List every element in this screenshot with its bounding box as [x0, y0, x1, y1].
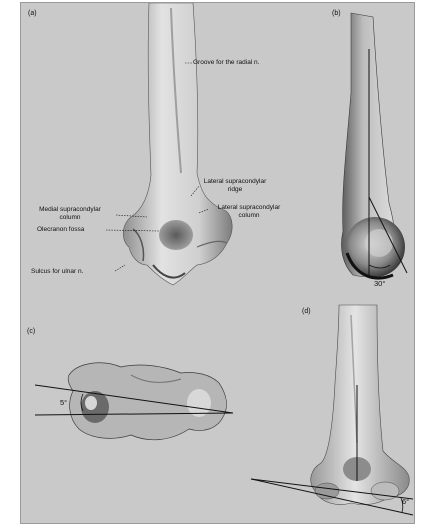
label-olecranon-fossa: Olecranon fossa — [37, 226, 84, 234]
panel-c-letter: (c) — [27, 328, 35, 335]
olecranon-fossa-a — [159, 220, 193, 250]
angle-label-d: 6° — [402, 497, 409, 506]
figure-drawing — [21, 3, 415, 524]
label-medial-supracondylar-column: Medial supracondylar column — [24, 206, 116, 221]
capitulum-d — [371, 482, 399, 500]
trochlea-c-highlight — [85, 396, 97, 410]
anatomy-figure: (a) (b) (c) (d) Groove for the radial n.… — [20, 2, 415, 524]
trochlea-d — [315, 483, 339, 499]
panel-d-letter: (d) — [302, 308, 311, 315]
panel-b-bone — [341, 13, 405, 278]
leader-sulcus-ulnar — [115, 265, 125, 271]
angle-label-b: 30° — [374, 279, 385, 288]
panel-b-letter: (b) — [332, 10, 341, 17]
label-lateral-supracondylar-ridge: Lateral supracondylar ridge — [197, 178, 273, 193]
label-sulcus-ulnar: Sulcus for ulnar n. — [31, 268, 83, 276]
panel-d-bone — [311, 305, 410, 505]
label-lateral-supracondylar-column: Lateral supracondylar column — [207, 204, 291, 219]
angle-label-c: 5° — [60, 398, 67, 407]
panel-a-bone — [123, 3, 232, 285]
label-groove-radial: Groove for the radial n. — [193, 59, 259, 67]
panel-a-letter: (a) — [28, 10, 37, 17]
